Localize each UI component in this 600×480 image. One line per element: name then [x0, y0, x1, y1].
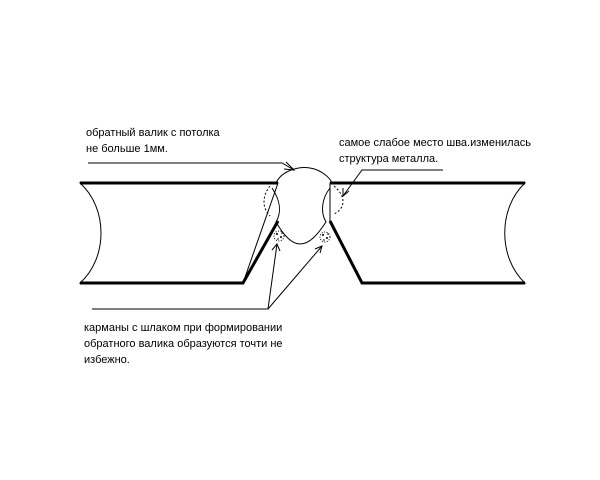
weak-point-note-line: самое слабое место шва.изменилась [339, 137, 531, 149]
slag-pocket-right [319, 231, 331, 243]
leader-reverse-bead [88, 162, 295, 171]
heat-affected-zone-left [263, 185, 271, 217]
leader-slag-pockets-left [92, 243, 278, 310]
slag-pockets-note-line: избежно. [84, 354, 130, 366]
reverse-bead-note-line: обратный валик с потолка [86, 127, 220, 139]
leader-weak-point-arrowhead [342, 188, 350, 198]
right-plate [329, 182, 527, 284]
weak-point-note-line: структура металла. [339, 153, 439, 165]
leader-slag-pockets-right-arrowhead [314, 245, 323, 254]
slag-pockets-note-line: карманы с шлаком при формировании [84, 322, 283, 334]
weld-root-profile [271, 187, 331, 245]
slag-pocket-left [273, 230, 285, 242]
weak-point-note: самое слабое место шва.изменилась структ… [339, 135, 531, 167]
reverse-bead [275, 167, 333, 184]
leader-reverse-bead-arrowhead [283, 161, 296, 171]
slag-pockets-note: карманы с шлаком при формировании обратн… [84, 320, 283, 368]
right-plate-bevel-edge [328, 220, 525, 285]
heat-affected-zone-right [333, 185, 344, 215]
left-plate-bevel-edge [80, 220, 280, 285]
reverse-bead-note-line: не больше 1мм. [86, 143, 168, 155]
left-plate [78, 182, 279, 284]
reverse-bead-note: обратный валик с потолка не больше 1мм. [86, 125, 220, 157]
leader-weak-point [342, 169, 443, 197]
leader-slag-pockets-left-arrowhead [271, 243, 281, 252]
slag-pockets-note-line: обратного валика образуются точти не [84, 338, 283, 350]
leader-slag-pockets-right [267, 245, 323, 310]
